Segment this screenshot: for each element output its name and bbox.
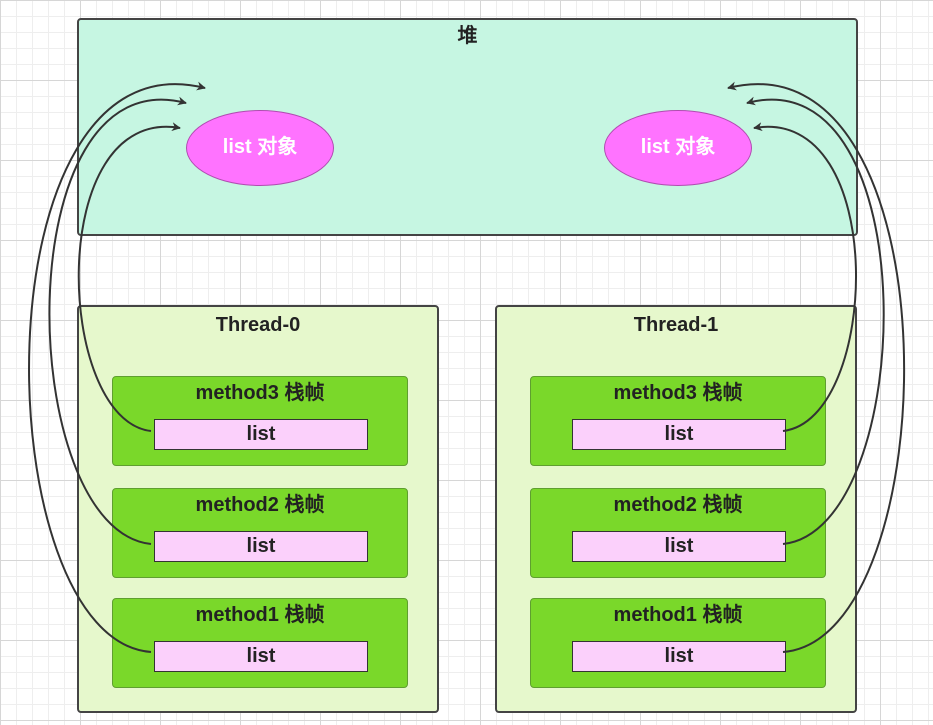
stack-frame-method3: method3 栈帧 list bbox=[112, 376, 408, 466]
list-variable: list bbox=[154, 531, 368, 562]
stack-frame-method1: method1 栈帧 list bbox=[530, 598, 826, 688]
heap-title: 堆 bbox=[457, 25, 478, 47]
thread-0-stack: Thread-0 method3 栈帧 list method2 栈帧 list… bbox=[77, 305, 439, 713]
list-variable: list bbox=[154, 641, 368, 672]
stack-frame-method1: method1 栈帧 list bbox=[112, 598, 408, 688]
thread-title: Thread-0 bbox=[215, 314, 301, 336]
frame-title: method1 栈帧 bbox=[613, 604, 743, 626]
heap-region: 堆 list 对象 list 对象 bbox=[77, 18, 858, 236]
list-variable: list bbox=[154, 419, 368, 450]
frame-title: method2 栈帧 bbox=[613, 494, 743, 516]
stack-frame-method3: method3 栈帧 list bbox=[530, 376, 826, 466]
list-variable: list bbox=[572, 531, 786, 562]
frame-title: method3 栈帧 bbox=[195, 382, 325, 404]
frame-title: method3 栈帧 bbox=[613, 382, 743, 404]
list-object-right: list 对象 bbox=[604, 110, 752, 186]
stack-frame-method2: method2 栈帧 list bbox=[530, 488, 826, 578]
list-variable: list bbox=[572, 419, 786, 450]
thread-1-stack: Thread-1 method3 栈帧 list method2 栈帧 list… bbox=[495, 305, 857, 713]
frame-title: method1 栈帧 bbox=[195, 604, 325, 626]
list-object-left: list 对象 bbox=[186, 110, 334, 186]
thread-title: Thread-1 bbox=[633, 314, 719, 336]
stack-frame-method2: method2 栈帧 list bbox=[112, 488, 408, 578]
frame-title: method2 栈帧 bbox=[195, 494, 325, 516]
list-variable: list bbox=[572, 641, 786, 672]
